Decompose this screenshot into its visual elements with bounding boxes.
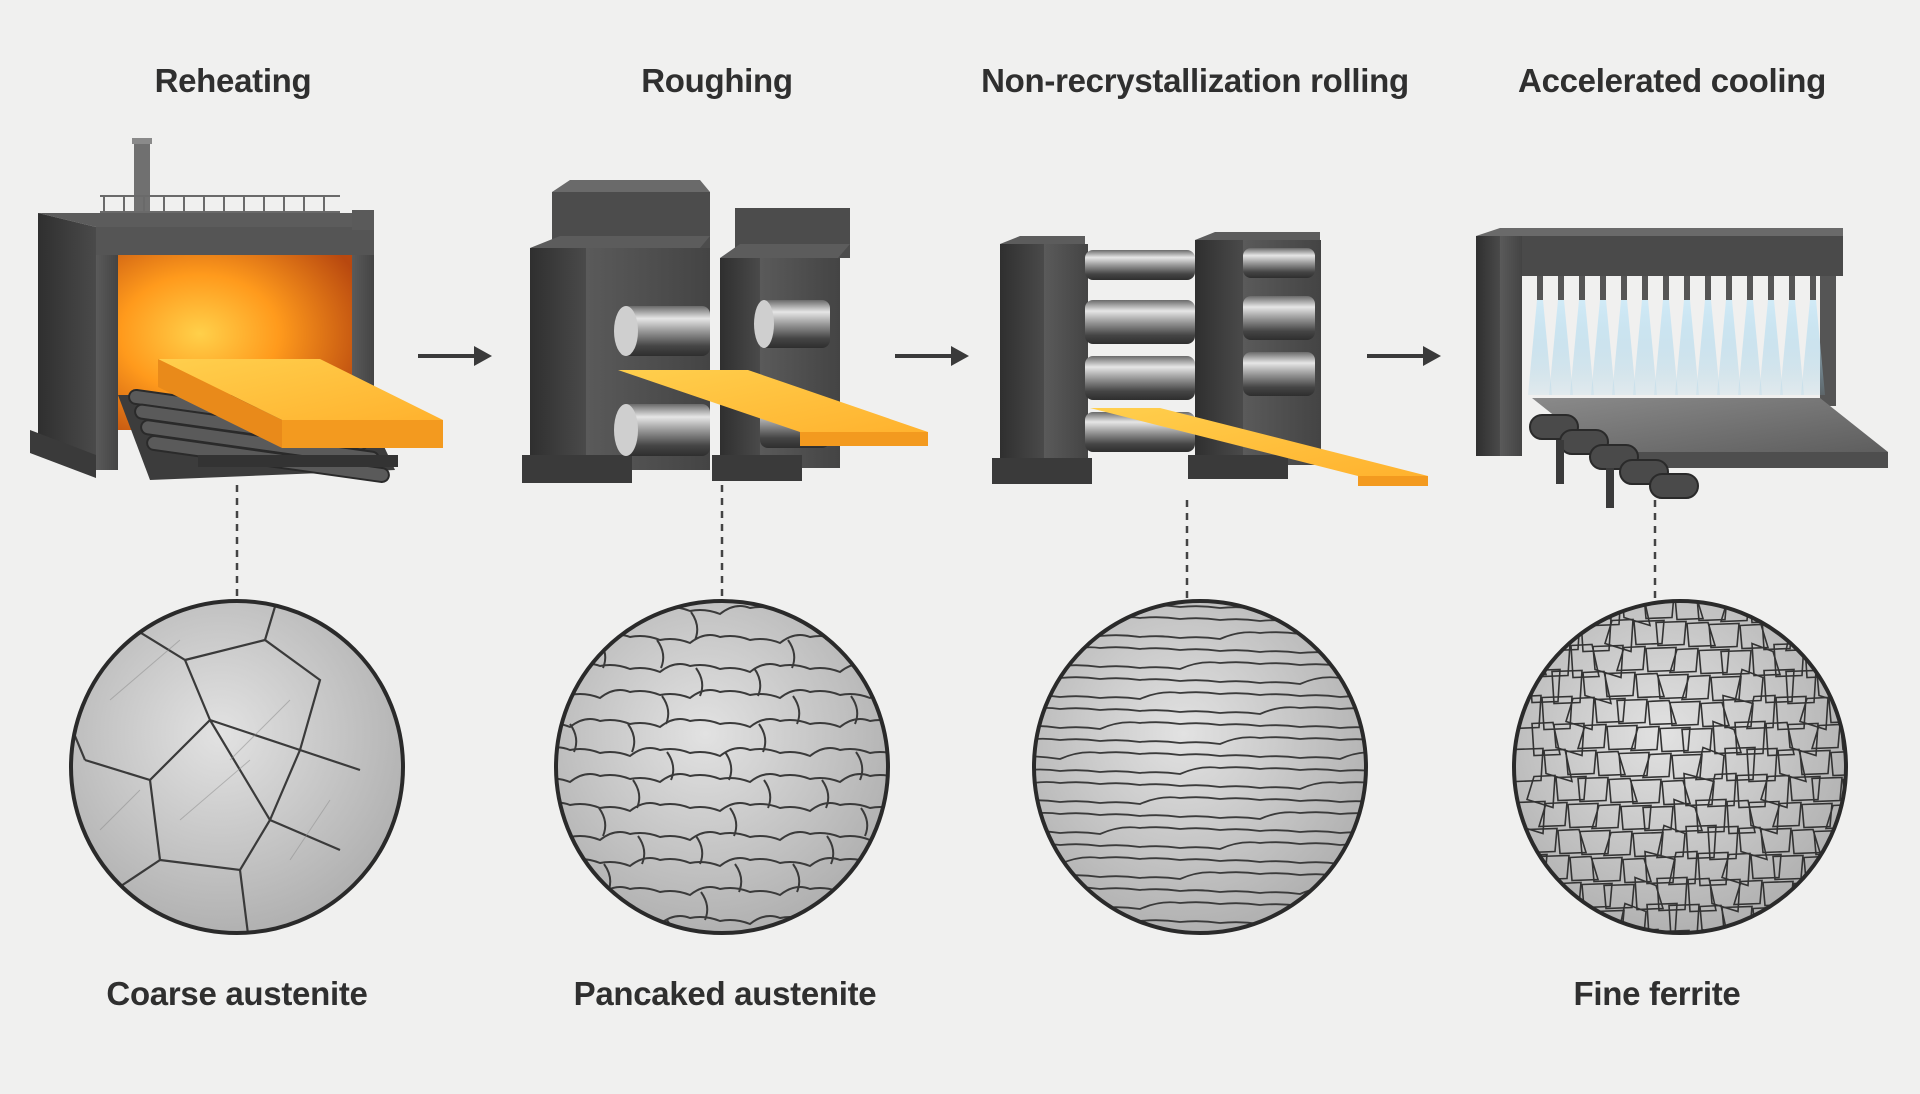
spray-nozzle: [1642, 276, 1648, 300]
spray-nozzle: [1810, 276, 1816, 300]
caption-pancaked-austenite: Pancaked austenite: [573, 975, 877, 1012]
hot-strip: [1090, 408, 1428, 486]
spray-nozzle: [1726, 276, 1732, 300]
connector-lines: [235, 485, 1657, 598]
arrow-right-icon: [418, 346, 492, 366]
spray-nozzle: [1558, 276, 1564, 300]
micrograph-fine-ferrite: [1512, 599, 1848, 935]
spray-nozzle: [1747, 276, 1753, 300]
spray-nozzle: [1600, 276, 1606, 300]
water-spray: [1528, 300, 1552, 395]
roughing-mill: [522, 180, 928, 483]
finishing-mill: [992, 232, 1428, 486]
arrow-right-icon: [895, 346, 969, 366]
spray-nozzle: [1621, 276, 1627, 300]
caption-coarse-austenite: Coarse austenite: [106, 975, 368, 1012]
water-spray: [1549, 300, 1573, 395]
spray-nozzle: [1579, 276, 1585, 300]
water-spray: [1570, 300, 1594, 395]
stage-title-reheating: Reheating: [154, 62, 312, 99]
stage-title-accelerated-cooling: Accelerated cooling: [1518, 62, 1826, 99]
hot-slab: [158, 359, 443, 448]
spray-nozzle: [1768, 276, 1774, 300]
water-spray: [1717, 300, 1741, 395]
stage-title-roughing: Roughing: [641, 62, 793, 99]
water-spray: [1696, 300, 1720, 395]
hot-slab: [618, 370, 928, 446]
micrograph-elongated-grains: [1032, 599, 1368, 935]
spray-nozzle: [1663, 276, 1669, 300]
arrow-right-icon: [1367, 346, 1441, 366]
spray-nozzle: [1705, 276, 1711, 300]
caption-fine-ferrite: Fine ferrite: [1573, 975, 1741, 1012]
water-spray: [1675, 300, 1699, 395]
spray-nozzle: [1684, 276, 1690, 300]
micrograph-pancaked-austenite: [554, 599, 890, 935]
reheating-furnace: [30, 138, 443, 484]
water-spray: [1633, 300, 1657, 395]
micrograph-coarse-austenite: [69, 599, 405, 935]
spray-nozzle: [1789, 276, 1795, 300]
water-spray: [1738, 300, 1762, 395]
spray-nozzle: [1537, 276, 1543, 300]
water-spray: [1780, 300, 1804, 395]
water-spray: [1759, 300, 1783, 395]
water-spray: [1654, 300, 1678, 395]
water-spray: [1801, 300, 1825, 395]
water-spray: [1612, 300, 1636, 395]
water-spray-cooler: [1476, 228, 1888, 508]
cooled-plate: [1532, 398, 1888, 468]
water-spray: [1591, 300, 1615, 395]
stage-title-non-recrystallization-rolling: Non-recrystallization rolling: [981, 62, 1409, 99]
